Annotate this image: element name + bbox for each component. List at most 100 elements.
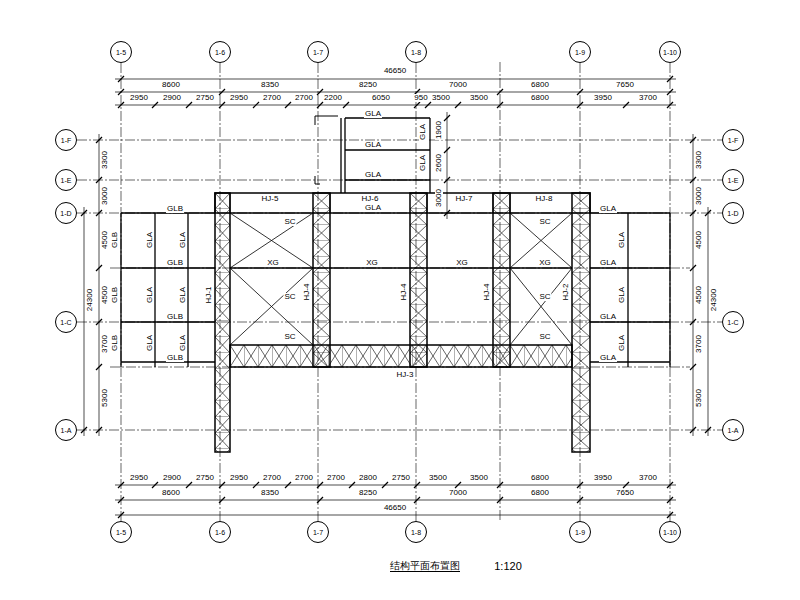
axis-label: 1-E	[728, 177, 739, 184]
drawing-label: HJ-4	[400, 283, 408, 302]
axis-label: 1-7	[313, 529, 323, 536]
drawing-label: GLA	[179, 286, 187, 304]
drawing-label: 3500	[469, 94, 489, 102]
drawing-label: GLA	[364, 110, 382, 118]
drawing-label: 6800	[530, 94, 550, 102]
drawing-label: 3950	[593, 94, 613, 102]
drawing-label: 3000	[101, 186, 109, 206]
drawing-label: 7650	[615, 81, 635, 89]
drawing-label: GLA	[618, 334, 626, 352]
drawing-label: SC	[283, 218, 296, 226]
axis-bubble: 1-7	[307, 521, 329, 543]
drawing-label: 3300	[101, 150, 109, 170]
drawing-label: HJ-6	[361, 195, 380, 203]
drawing-label: SC	[283, 293, 296, 301]
drawing-label: 8250	[358, 489, 378, 497]
drawing-label: 3500	[431, 94, 451, 102]
drawing-label: 3300	[695, 150, 703, 170]
drawing-label: 2700	[262, 94, 282, 102]
drawing-label: 2950	[129, 474, 149, 482]
drawing-label: 950	[413, 94, 428, 102]
axis-label: 1-D	[60, 210, 71, 217]
drawing-label: 2600	[435, 153, 443, 173]
steel-structure	[121, 116, 670, 452]
drawing-label: XG	[455, 259, 469, 267]
drawing-label: SC	[538, 218, 551, 226]
drawing-label: GLB	[166, 313, 184, 321]
axis-label: 1-7	[313, 49, 323, 56]
drawing-label: 1:120	[493, 561, 523, 572]
axis-bubble: 1-10	[659, 521, 681, 543]
drawing-label: GLA	[419, 154, 427, 172]
drawing-label: 2750	[391, 474, 411, 482]
axis-bubble: 1-F	[55, 129, 77, 151]
drawing-label: SC	[538, 333, 551, 341]
axis-bubble: 1-10	[659, 41, 681, 63]
drawing-label: 3500	[428, 474, 448, 482]
axis-line	[416, 63, 417, 521]
axis-label: 1-D	[727, 210, 738, 217]
axis-line	[77, 322, 722, 323]
drawing-label: 8250	[358, 81, 378, 89]
drawing-label: 3700	[638, 94, 658, 102]
drawing-label: GLA	[618, 286, 626, 304]
axis-bubble: 1-C	[55, 311, 77, 333]
drawing-label: GLB	[111, 286, 119, 304]
axis-label: 1-C	[727, 319, 738, 326]
drawing-label: HJ-3	[396, 371, 415, 379]
drawing-label: 2700	[326, 474, 346, 482]
drawing-label: 46650	[383, 504, 407, 512]
axis-bubble: 1-5	[110, 521, 132, 543]
drawing-label: GLA	[599, 354, 617, 362]
drawing-label: HJ-4	[483, 283, 491, 302]
drawing-label: 6800	[530, 81, 550, 89]
axis-line	[580, 63, 581, 521]
drawing-label: HJ-1	[205, 286, 213, 305]
drawing-label: 2700	[294, 94, 314, 102]
drawing-label: 8600	[161, 81, 181, 89]
axis-line	[77, 140, 722, 141]
axis-bubble: 1-A	[55, 419, 77, 441]
axis-bubble: 1-7	[307, 41, 329, 63]
drawing-label: 3500	[469, 474, 489, 482]
axis-bubble: 1-5	[110, 41, 132, 63]
drawing-label: XG	[538, 259, 552, 267]
drawing-label: 2950	[229, 474, 249, 482]
drawing-label: SC	[538, 293, 551, 301]
drawing-label: GLB	[111, 231, 119, 249]
drawing-label: 6800	[530, 474, 550, 482]
axis-label: 1-10	[663, 49, 677, 56]
axis-label: 1-C	[60, 319, 71, 326]
axis-label: 1-A	[61, 427, 72, 434]
drawing-label: 5300	[695, 388, 703, 408]
drawing-label: 8350	[260, 81, 280, 89]
drawing-label: HJ-8	[535, 195, 554, 203]
axis-bubble: 1-D	[722, 202, 744, 224]
drawing-label: XG	[266, 259, 280, 267]
axis-label: 1-8	[411, 49, 421, 56]
drawing-label: XG	[365, 259, 379, 267]
drawing-label: 2900	[162, 94, 182, 102]
drawing-label: 7000	[448, 81, 468, 89]
axis-bubble: 1-6	[209, 41, 231, 63]
axis-label: 1-10	[663, 529, 677, 536]
axis-label: 1-F	[61, 137, 72, 144]
drawing-label: 2800	[358, 474, 378, 482]
axis-bubble: 1-E	[55, 169, 77, 191]
drawing-label: GLB	[166, 259, 184, 267]
drawing-label: 4500	[101, 285, 109, 305]
drawing-label: 2950	[129, 94, 149, 102]
drawing-label: 3000	[435, 188, 443, 208]
axis-line	[121, 63, 122, 521]
drawing-label: GLA	[146, 286, 154, 304]
drawing-label: 8350	[260, 489, 280, 497]
drawing-label: 3700	[101, 334, 109, 354]
drawing-label: GLB	[166, 354, 184, 362]
drawing-label: 4500	[695, 230, 703, 250]
drawing-label: GLA	[599, 313, 617, 321]
drawing-label: 24300	[710, 288, 718, 312]
drawing-label: 2700	[262, 474, 282, 482]
drawing-label: GLA	[618, 231, 626, 249]
axis-line	[77, 180, 722, 181]
drawing-label: SC	[283, 333, 296, 341]
